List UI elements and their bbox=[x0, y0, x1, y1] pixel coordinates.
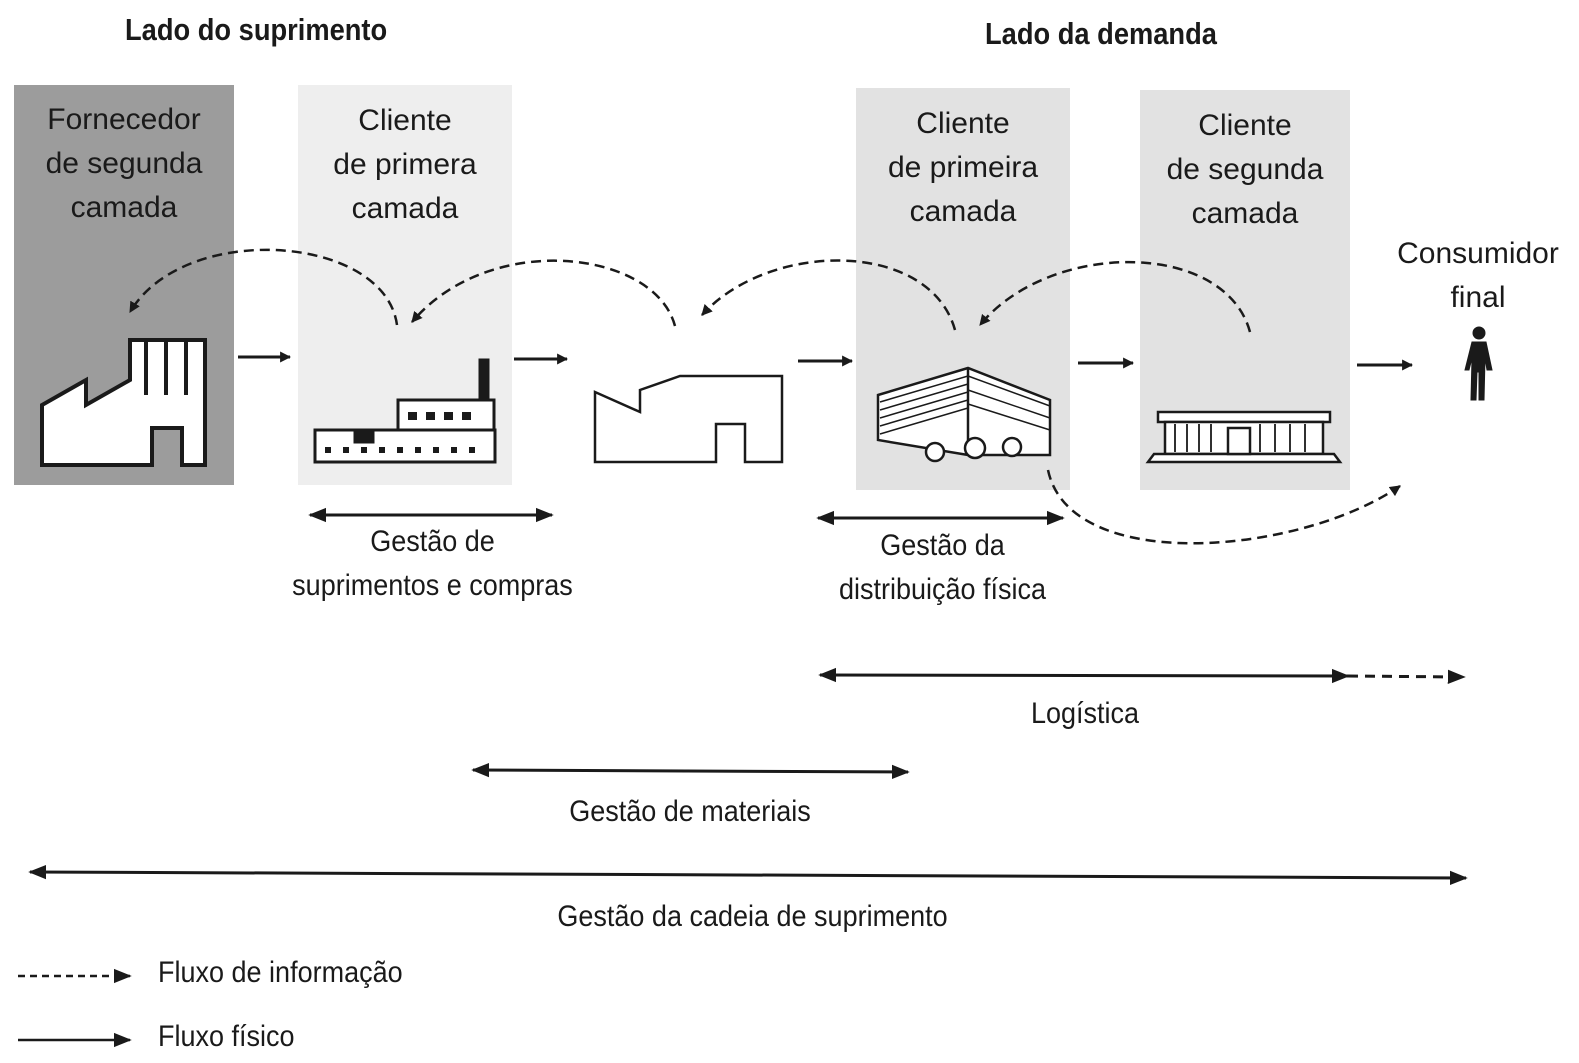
final-consumer-line1: Consumidor bbox=[1397, 237, 1559, 270]
supplier-second-tier-line2: de segunda bbox=[45, 147, 203, 180]
supplier-second-tier-line3: camada bbox=[70, 191, 178, 224]
customer-second-tier-line3: camada bbox=[1191, 197, 1299, 230]
person-icon bbox=[1464, 326, 1493, 401]
customer-first-tier-supply-line2: de primera bbox=[333, 148, 477, 181]
logistics-span-extension bbox=[1347, 669, 1466, 685]
supply-chain-label: Gestão da cadeia de suprimento bbox=[557, 900, 948, 933]
customer-first-tier-supply-line1: Cliente bbox=[358, 104, 452, 137]
information-flow-arrows bbox=[128, 248, 1401, 545]
factory-smokestack-icon bbox=[40, 338, 207, 467]
info-flow-arrow-5 bbox=[1046, 469, 1401, 545]
customer-first-tier-supply-line3: camada bbox=[351, 192, 459, 225]
materials-label: Gestão de materiais bbox=[569, 795, 811, 828]
customer-second-tier-line1: Cliente bbox=[1198, 109, 1292, 142]
physical-distribution-label-line2: distribuição física bbox=[838, 573, 1047, 606]
final-consumer-line2: final bbox=[1450, 281, 1506, 314]
info-flow-arrow-2 bbox=[411, 259, 677, 327]
customer-first-tier-demand-line1: Cliente bbox=[916, 107, 1010, 140]
warehouse-icon bbox=[876, 366, 1052, 463]
materials-span-arrow bbox=[471, 762, 910, 780]
legend-information-label: Fluxo de informação bbox=[158, 956, 403, 989]
customer-first-tier-demand-line2: de primeira bbox=[887, 151, 1039, 184]
info-flow-arrow-1 bbox=[128, 248, 399, 326]
demand-side-header: Lado da demanda bbox=[985, 16, 1217, 51]
supply-chain-span-arrow bbox=[28, 864, 1468, 886]
customer-first-tier-demand-line3: camada bbox=[909, 195, 1017, 228]
info-flow-arrow-4 bbox=[979, 260, 1252, 333]
customer-second-tier-line2: de segunda bbox=[1166, 153, 1324, 186]
info-flow-arrow-3 bbox=[701, 259, 957, 331]
legend-physical-label: Fluxo físico bbox=[158, 1020, 295, 1053]
supply-purchasing-label-line1: Gestão de bbox=[370, 525, 495, 558]
factory-outline-icon bbox=[593, 374, 784, 464]
final-consumer-label: Consumidor final bbox=[1388, 232, 1568, 322]
logistics-label: Logística bbox=[1030, 697, 1140, 730]
physical-distribution-label-line1: Gestão da bbox=[880, 529, 1005, 562]
supplier-second-tier-line1: Fornecedor bbox=[47, 103, 201, 136]
logistics-span-arrow bbox=[818, 667, 1350, 684]
supply-purchasing-label-line2: suprimentos e compras bbox=[292, 569, 573, 602]
supply-side-header: Lado do suprimento bbox=[125, 12, 388, 47]
store-icon bbox=[1145, 410, 1343, 464]
factory-plant-icon bbox=[313, 358, 497, 464]
customer-first-tier-supply-box: Cliente de primera camada bbox=[298, 85, 512, 485]
physical-flow-arrows bbox=[238, 351, 1414, 371]
